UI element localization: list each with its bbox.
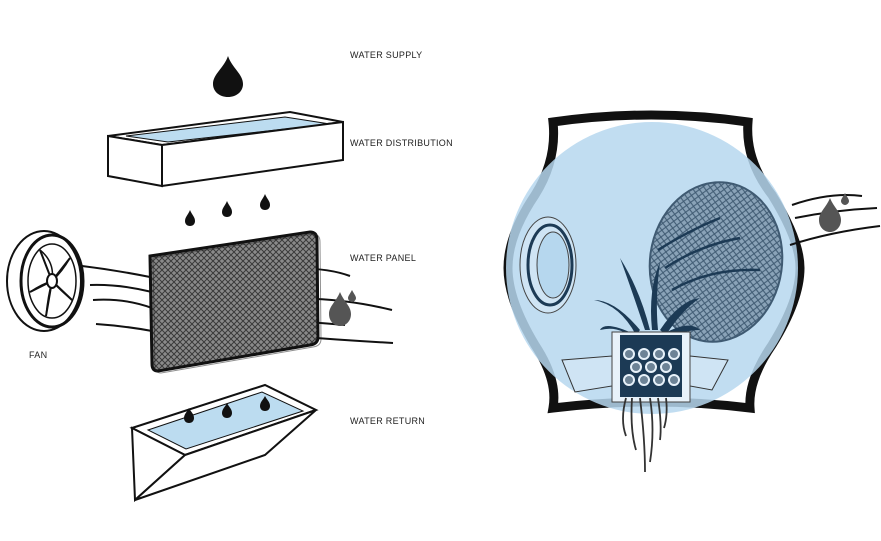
- fan-window: [519, 216, 577, 314]
- inner-airflow: [657, 216, 761, 292]
- water-drop-icon: [819, 198, 841, 232]
- planter-humidifier: [503, 110, 881, 473]
- fan-icon: [6, 230, 85, 332]
- water-drop-icon: [222, 201, 232, 217]
- water-drop-icon: [184, 408, 194, 423]
- label-water-panel: WATER PANEL: [350, 253, 417, 263]
- label-water-supply: WATER SUPPLY: [350, 50, 423, 60]
- round-filter: [648, 181, 784, 343]
- water-drop-icon: [348, 290, 356, 302]
- water-drop-icon: [213, 56, 243, 97]
- water-drop-icon: [329, 292, 351, 326]
- label-water-distribution: WATER DISTRIBUTION: [350, 138, 453, 148]
- water-drop-icon: [841, 193, 849, 205]
- water-drop-icon: [260, 194, 270, 210]
- label-fan: FAN: [29, 350, 48, 360]
- plant-pot: [611, 331, 691, 403]
- water-drop-icon: [222, 403, 232, 418]
- water-drop-icon: [185, 210, 195, 226]
- plant-roots: [622, 397, 668, 473]
- water-drop-icon: [260, 396, 270, 411]
- water-distribution-tray: [107, 110, 344, 188]
- water-panel: [148, 230, 322, 374]
- label-water-return: WATER RETURN: [350, 416, 426, 426]
- water-return-tray: [129, 383, 319, 503]
